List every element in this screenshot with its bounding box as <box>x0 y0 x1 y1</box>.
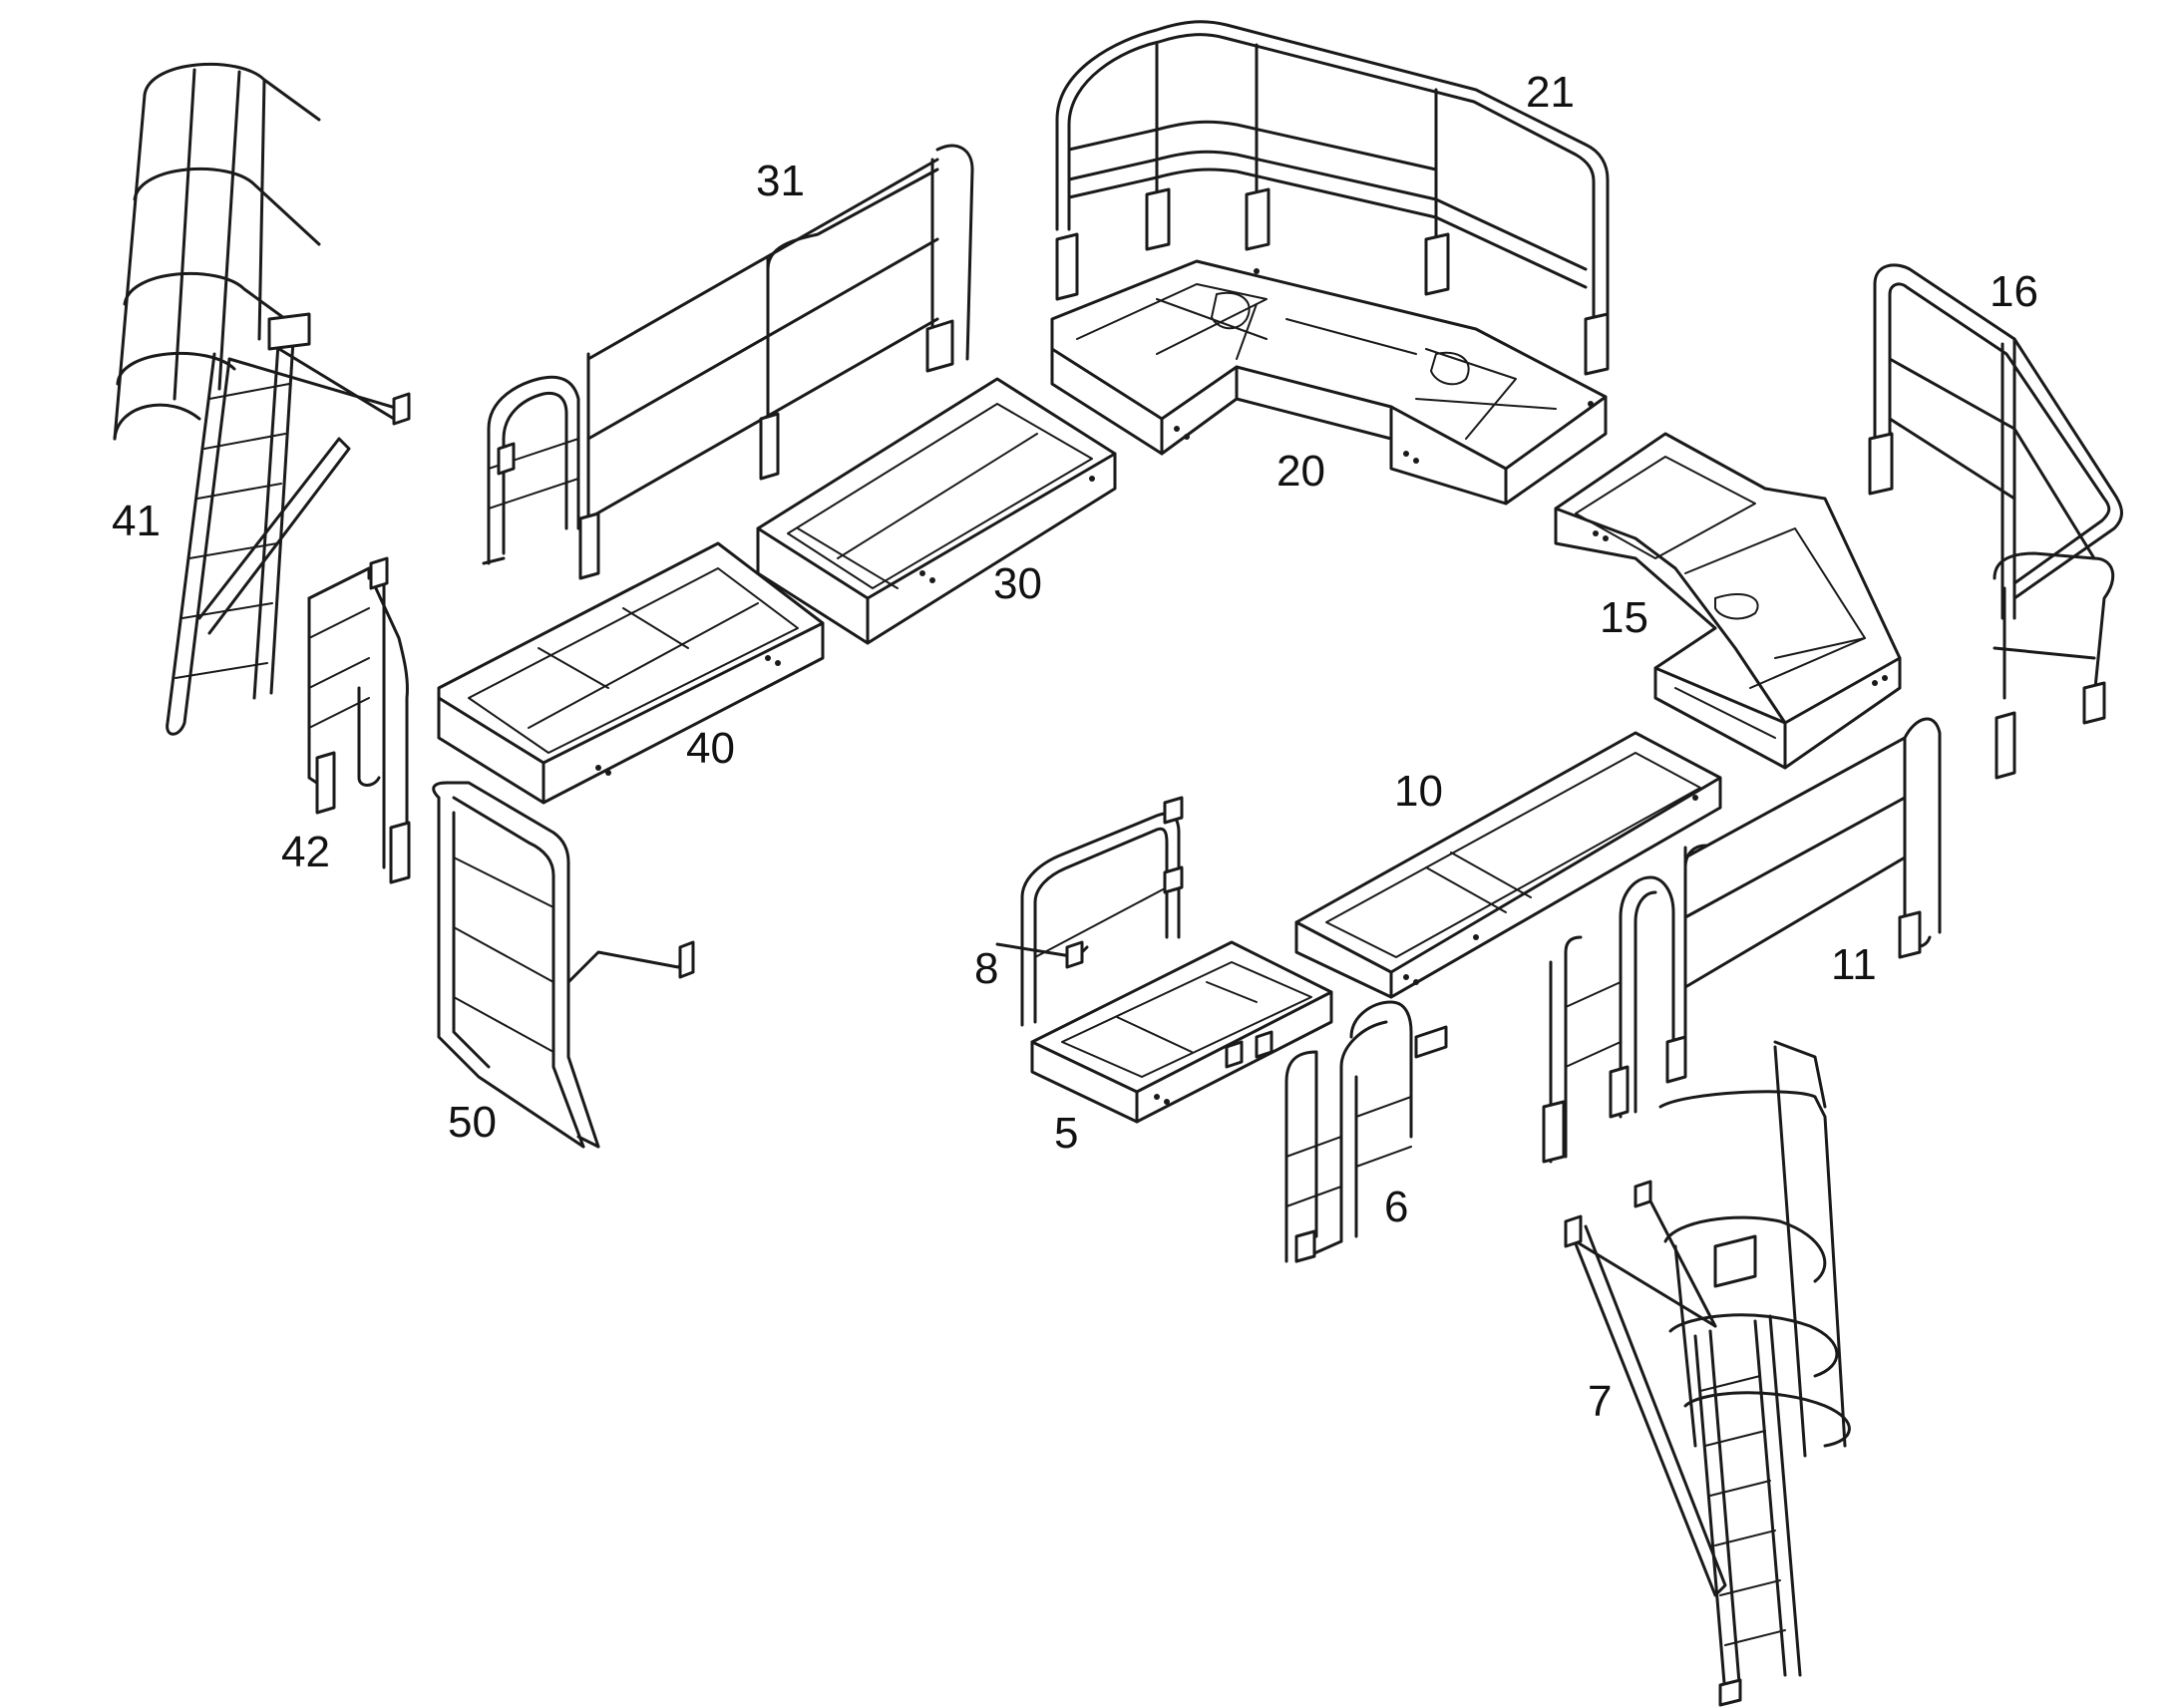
part-6-gate <box>1284 1000 1448 1263</box>
part-42-short-ladder <box>307 556 411 884</box>
part-50-ladder <box>432 781 695 1149</box>
part-8-gate <box>995 796 1184 1027</box>
part-20-platform-frame <box>1050 259 1608 506</box>
part-label-50: 50 <box>448 1098 497 1147</box>
part-15-angled-platform <box>1554 432 1902 770</box>
part-label-16: 16 <box>1990 267 2038 316</box>
part-label-11: 11 <box>1831 940 1877 989</box>
part-label-20: 20 <box>1276 447 1325 496</box>
part-41-caged-ladder <box>113 62 411 736</box>
part-31-railing-with-gate <box>482 144 974 580</box>
part-label-21: 21 <box>1526 68 1575 117</box>
part-label-42: 42 <box>281 828 330 876</box>
part-label-6: 6 <box>1384 1183 1408 1231</box>
part-label-7: 7 <box>1588 1377 1612 1426</box>
part-label-40: 40 <box>686 724 735 773</box>
part-5-platform <box>1030 940 1333 1124</box>
part-label-31: 31 <box>756 157 805 205</box>
part-label-5: 5 <box>1054 1109 1078 1158</box>
part-label-10: 10 <box>1394 767 1443 816</box>
part-10-platform <box>1294 731 1722 999</box>
part-label-15: 15 <box>1600 593 1648 642</box>
part-30-platform <box>756 377 1117 645</box>
part-label-8: 8 <box>974 944 998 993</box>
part-label-30: 30 <box>993 559 1042 608</box>
part-7-caged-ladder <box>1564 1040 1851 1707</box>
part-label-41: 41 <box>112 497 161 545</box>
part-11-railing-with-gates <box>1542 717 1942 1164</box>
part-16-railing <box>1868 263 2123 780</box>
part-21-railing <box>1055 20 1610 376</box>
part-40-platform <box>437 541 825 805</box>
